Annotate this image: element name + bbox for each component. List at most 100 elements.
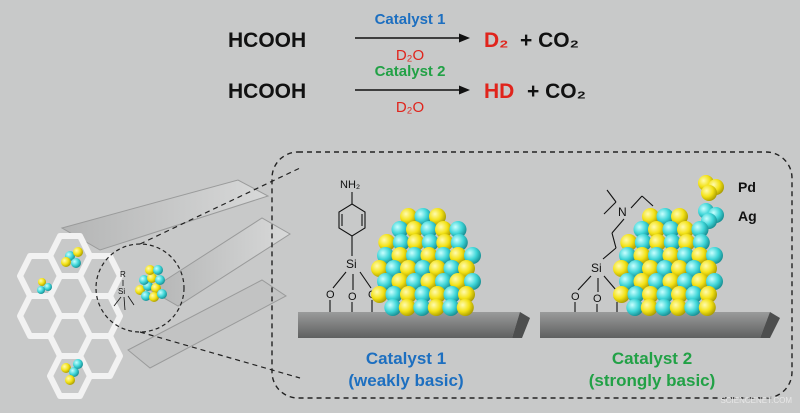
atom [655,299,673,316]
atom [678,234,696,251]
support-plate-1 [298,312,530,338]
legend-ag-label: Ag [738,208,757,224]
atom [436,234,454,251]
atom [371,286,388,303]
atom [627,286,645,303]
pdag-nanoparticle-1 [371,208,481,316]
benzene-ring [338,203,366,237]
atom [429,260,446,277]
atom [656,260,674,277]
atom [706,273,723,290]
atom [449,221,467,238]
atom [464,273,481,290]
atom [633,221,651,238]
atom [400,286,417,303]
atom [406,247,423,264]
atom [648,221,665,238]
atom [669,299,687,316]
catalyst-label-1: Catalyst 1 [375,11,446,28]
atom [619,247,636,264]
atom [662,221,680,238]
catalyst-1-name: Catalyst 1 [366,349,446,368]
si-label-1: Si [346,257,357,271]
atom [400,260,417,277]
arrowhead-1 [459,33,470,43]
si-label-small: Si [118,287,125,296]
atom [391,273,409,290]
channel-particle [37,278,52,294]
legend: Pd Ag [698,175,757,229]
atom [613,260,630,277]
atom [662,247,680,264]
reactant-2: HCOOH [228,80,306,103]
atom [642,286,659,303]
atom [378,234,396,251]
atom [443,260,461,277]
atom [648,247,665,264]
atom [414,260,432,277]
nitrogen-label: N [618,205,627,219]
atom [427,299,445,316]
catalyst-1-desc: (weakly basic) [348,371,463,390]
hex-cell [47,353,93,399]
atom [391,221,409,238]
reaction-1: HCOOH Catalyst 1 D₂O D₂ + CO₂ [228,11,579,64]
atom [458,260,475,277]
atom [692,234,710,251]
atom [392,234,410,251]
watermark: SCIENCENET.COM [720,396,792,405]
atom [442,299,460,316]
byproduct-1: + CO₂ [520,29,579,52]
atom [656,286,674,303]
atom [443,286,461,303]
zoom-line-top [139,167,301,245]
oxygen-label: O [593,293,602,305]
catalyst-2-name: Catalyst 2 [612,349,692,368]
catalyst-label-2: Catalyst 2 [375,63,446,80]
zoom-circle [95,243,185,333]
atom [663,234,681,251]
atom [634,234,652,251]
atom [613,286,630,303]
atom [648,273,665,290]
atom [684,299,702,316]
oxygen-label: O [326,289,335,301]
atom [420,221,438,238]
reactant-1: HCOOH [228,29,306,52]
atom [420,247,438,264]
catalyst-1-molecule: NH₂ Si O O O [326,179,377,312]
atom [671,208,688,225]
channel-particle [61,359,83,385]
atom [642,208,659,225]
atom [656,208,674,225]
atom [400,208,417,225]
product-1: D₂ [484,29,509,52]
atom [377,273,394,290]
atom [449,273,467,290]
atom [435,221,452,238]
product-2: HD [484,80,514,103]
reaction-2: HCOOH Catalyst 2 D₂O HD + CO₂ [228,63,586,116]
zoom-line-bottom [139,331,301,379]
atom [449,247,467,264]
atom [677,273,694,290]
oxygen-label: O [348,291,357,303]
atom [429,208,446,225]
atom [633,273,651,290]
atom [406,273,423,290]
atom [691,221,709,238]
channel-particle [61,247,83,268]
atom [420,273,438,290]
atom [677,247,694,264]
amine-group-label: NH₂ [340,179,360,191]
solvent-label-2: D₂O [396,99,424,116]
atom [677,221,694,238]
atom [398,299,416,316]
atom [391,247,409,264]
atom [626,299,644,316]
legend-pd-label: Pd [738,179,756,195]
arrowhead-2 [459,85,470,95]
atom [698,299,716,316]
